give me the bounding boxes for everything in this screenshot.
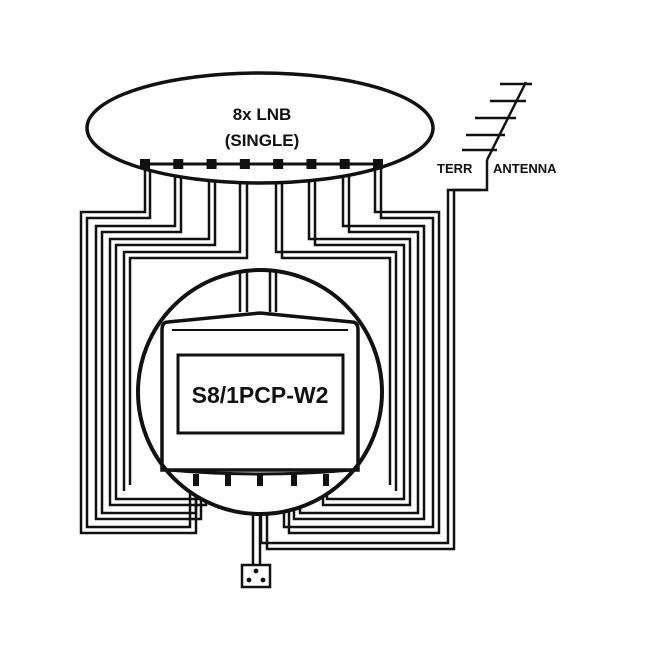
switch-port-4	[291, 474, 297, 486]
switch-port-2	[225, 474, 231, 486]
cable-lnb-6-parallel	[313, 164, 406, 501]
wall-outlet-box	[240, 563, 272, 589]
lnb-connector-group	[140, 159, 383, 169]
switch-port-3	[257, 474, 263, 486]
antenna-boom	[485, 81, 528, 161]
cable-lnb-1-drop	[131, 164, 152, 220]
cable-lnb-7	[292, 164, 426, 521]
switch-body-outline	[160, 311, 360, 472]
lnb-subtitle: (SINGLE)	[225, 131, 300, 150]
cable-lnb-5-parallel	[280, 164, 392, 485]
lnb-connector-8	[373, 159, 383, 169]
switch-port-1	[193, 474, 199, 486]
outlet-socket-2	[246, 577, 252, 583]
cable-lnb-1-parallel	[85, 216, 192, 529]
lnb-connector-2	[173, 159, 184, 169]
cable-lnb-4	[122, 164, 242, 491]
cable-lnb-4-parallel	[128, 164, 249, 485]
cable-lnb-5	[274, 164, 398, 491]
lnb-connector-7	[339, 159, 350, 169]
multiswitch-unit: S8/1PCP-W2	[136, 268, 384, 516]
model-label-box	[176, 353, 345, 435]
lnb-ellipse	[85, 71, 435, 185]
lnb-connector-1	[140, 159, 150, 169]
switch-entry-right	[268, 270, 278, 312]
cable-terrestrial	[265, 160, 489, 551]
lnb-connector-4	[239, 159, 250, 169]
switch-port-5	[323, 474, 329, 486]
wall-outlet	[240, 563, 272, 589]
cable-lnb-8-parallel	[282, 164, 435, 529]
cable-lnb-2-parallel	[100, 164, 198, 515]
switch-entry-left	[238, 270, 249, 312]
cable-lnb-6	[307, 164, 412, 507]
outlet-socket-3	[260, 577, 266, 583]
antenna-label-right: ANTENNA	[493, 161, 557, 176]
switch-port-group	[193, 474, 329, 486]
cable-lnb-2	[94, 164, 203, 521]
outlet-socket-1	[253, 568, 259, 574]
terrestrial-antenna: TERR ANTENNA	[437, 81, 557, 176]
antenna-label-left: TERR	[437, 161, 473, 176]
lnb-title: 8x LNB	[233, 105, 292, 124]
lnb-connector-3	[206, 159, 217, 169]
lnb-unit: 8x LNB (SINGLE)	[85, 71, 435, 185]
model-label: S8/1PCP-W2	[192, 382, 329, 408]
lnb-connector-5	[273, 159, 284, 169]
lnb-connector-6	[306, 159, 317, 169]
